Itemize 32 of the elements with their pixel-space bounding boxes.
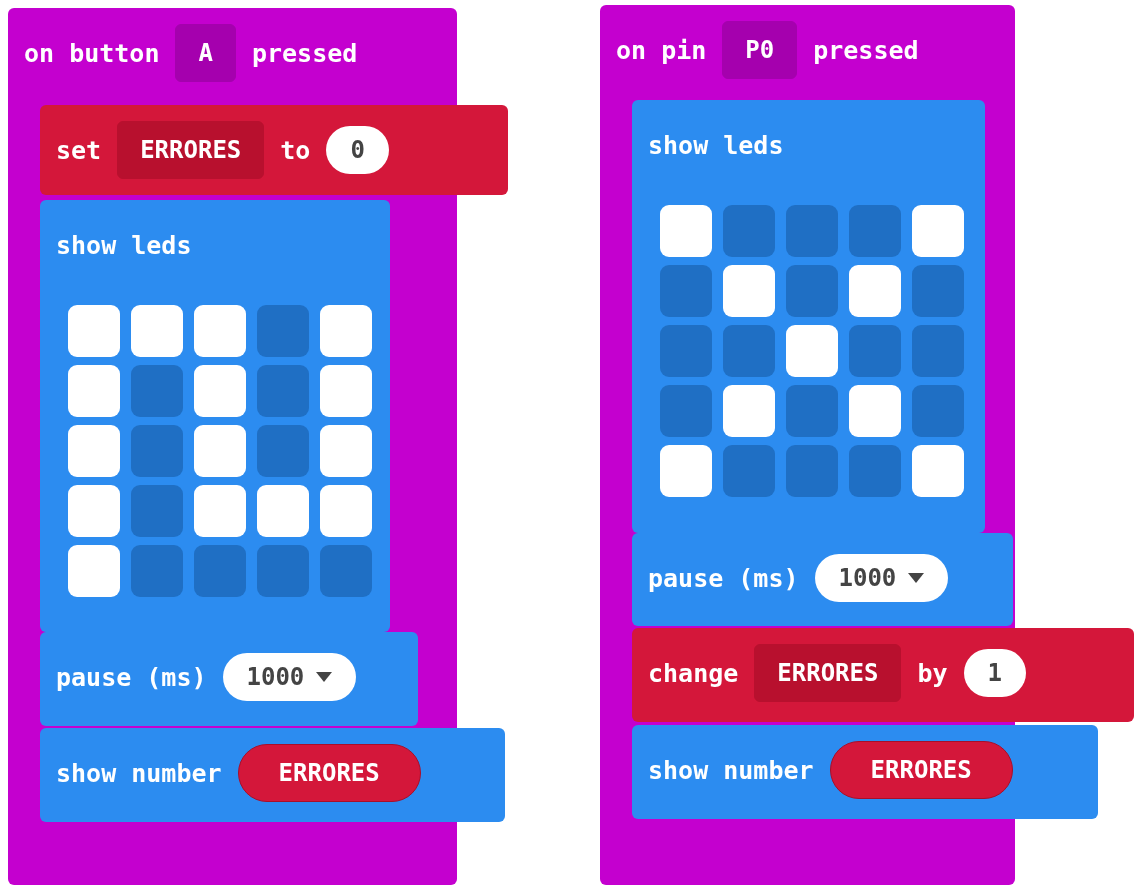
block-keyword: pressed <box>251 38 358 68</box>
variable-field: ERRORES <box>754 644 902 702</box>
code-block <box>632 628 1134 722</box>
code-block <box>40 200 390 632</box>
dropdown-field: 1000 <box>814 554 949 602</box>
block-keyword: show number <box>648 755 814 785</box>
block-keyword: pressed <box>813 35 919 65</box>
dropdown-field: 1000 <box>222 653 357 701</box>
variable-reporter: ERRORES <box>829 741 1013 799</box>
number-field: 1 <box>963 649 1027 697</box>
code-block <box>40 728 505 822</box>
block-keyword: to <box>280 135 311 165</box>
block-keyword: pause (ms) <box>56 662 207 692</box>
variable-field: P0 <box>722 21 798 79</box>
code-block <box>632 725 1098 819</box>
block-keyword: pause (ms) <box>648 563 799 593</box>
code-block <box>40 632 418 726</box>
block-keyword: on pin <box>616 35 707 65</box>
block-keyword: on button <box>24 38 160 68</box>
block-keyword: change <box>648 658 739 688</box>
block-keyword: show leds <box>56 230 192 260</box>
variable-field: ERRORES <box>117 121 265 179</box>
block-keyword: by <box>917 658 948 688</box>
code-block <box>632 100 985 533</box>
code-block <box>632 533 1013 626</box>
block-keyword: show leds <box>648 130 784 160</box>
variable-field: A <box>175 24 236 82</box>
variable-reporter: ERRORES <box>237 744 421 802</box>
code-block <box>40 105 508 195</box>
block-keyword: set <box>56 135 102 165</box>
number-field: 0 <box>326 126 389 174</box>
block-keyword: show number <box>56 758 222 788</box>
